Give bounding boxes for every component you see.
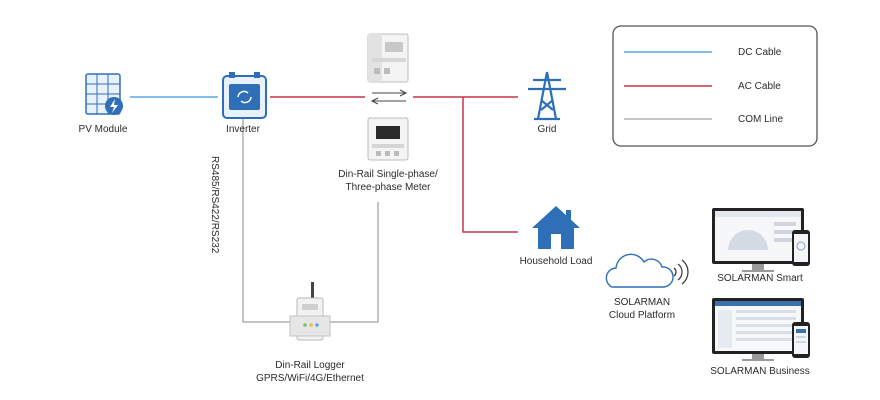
inverter-icon [222, 72, 267, 119]
household-load: Household Load [520, 206, 593, 267]
pv-module: PV Module [79, 73, 128, 135]
solarman-smart-label: SOLARMAN Smart [717, 273, 803, 284]
ac-cable-household [462, 97, 518, 233]
com-protocol-label: RS485/RS422/RS232 [209, 156, 220, 254]
household-load-label: Household Load [520, 256, 593, 267]
din-rail-logger: Din-Rail Logger GPRS/WiFi/4G/Ethernet [256, 282, 364, 384]
legend-com-label: COM Line [738, 114, 783, 125]
inverter-label: Inverter [226, 124, 261, 135]
cloud-label-line1: SOLARMAN [614, 297, 670, 308]
legend-ac-label: AC Cable [738, 81, 781, 92]
meter-device-middle: Din-Rail Single-phase/ Three-phase Meter [338, 117, 438, 193]
connections [130, 89, 518, 323]
power-tower-icon [528, 71, 566, 121]
logger-label-line1: Din-Rail Logger [275, 360, 345, 371]
bidirectional-arrow-icon [370, 89, 408, 105]
phone-icon [792, 322, 810, 358]
com-line-inverter-logger [242, 118, 295, 323]
pv-module-label: PV Module [79, 124, 128, 135]
com-line-meter-logger [322, 202, 379, 323]
solarman-smart: SOLARMAN Smart [712, 208, 810, 284]
house-icon [532, 206, 580, 249]
solar-panel-icon [85, 73, 123, 115]
meter-label-line2: Three-phase Meter [345, 182, 431, 193]
meter-device-top [367, 33, 409, 83]
logger-device-icon [289, 282, 331, 341]
cloud-icon [605, 253, 674, 288]
solarman-business-label: SOLARMAN Business [710, 366, 809, 377]
grid-label: Grid [538, 124, 557, 135]
phone-icon [792, 230, 810, 266]
legend: DC Cable AC Cable COM Line [612, 25, 818, 147]
meter-label-line1: Din-Rail Single-phase/ [338, 169, 438, 180]
meter-device-icon [367, 117, 409, 161]
cloud-platform: SOLARMAN Cloud Platform [605, 253, 689, 321]
cloud-label-line2: Cloud Platform [609, 310, 675, 321]
meter-device-icon [367, 33, 409, 83]
monitor-icon [712, 208, 804, 272]
grid: Grid [528, 71, 566, 135]
legend-dc-label: DC Cable [738, 47, 782, 58]
monitor-icon [712, 298, 804, 361]
inverter: Inverter [222, 72, 267, 135]
legend-box [612, 25, 818, 147]
wifi-signal-icon [673, 259, 689, 285]
solarman-business: SOLARMAN Business [710, 298, 810, 377]
logger-label-line2: GPRS/WiFi/4G/Ethernet [256, 373, 364, 384]
